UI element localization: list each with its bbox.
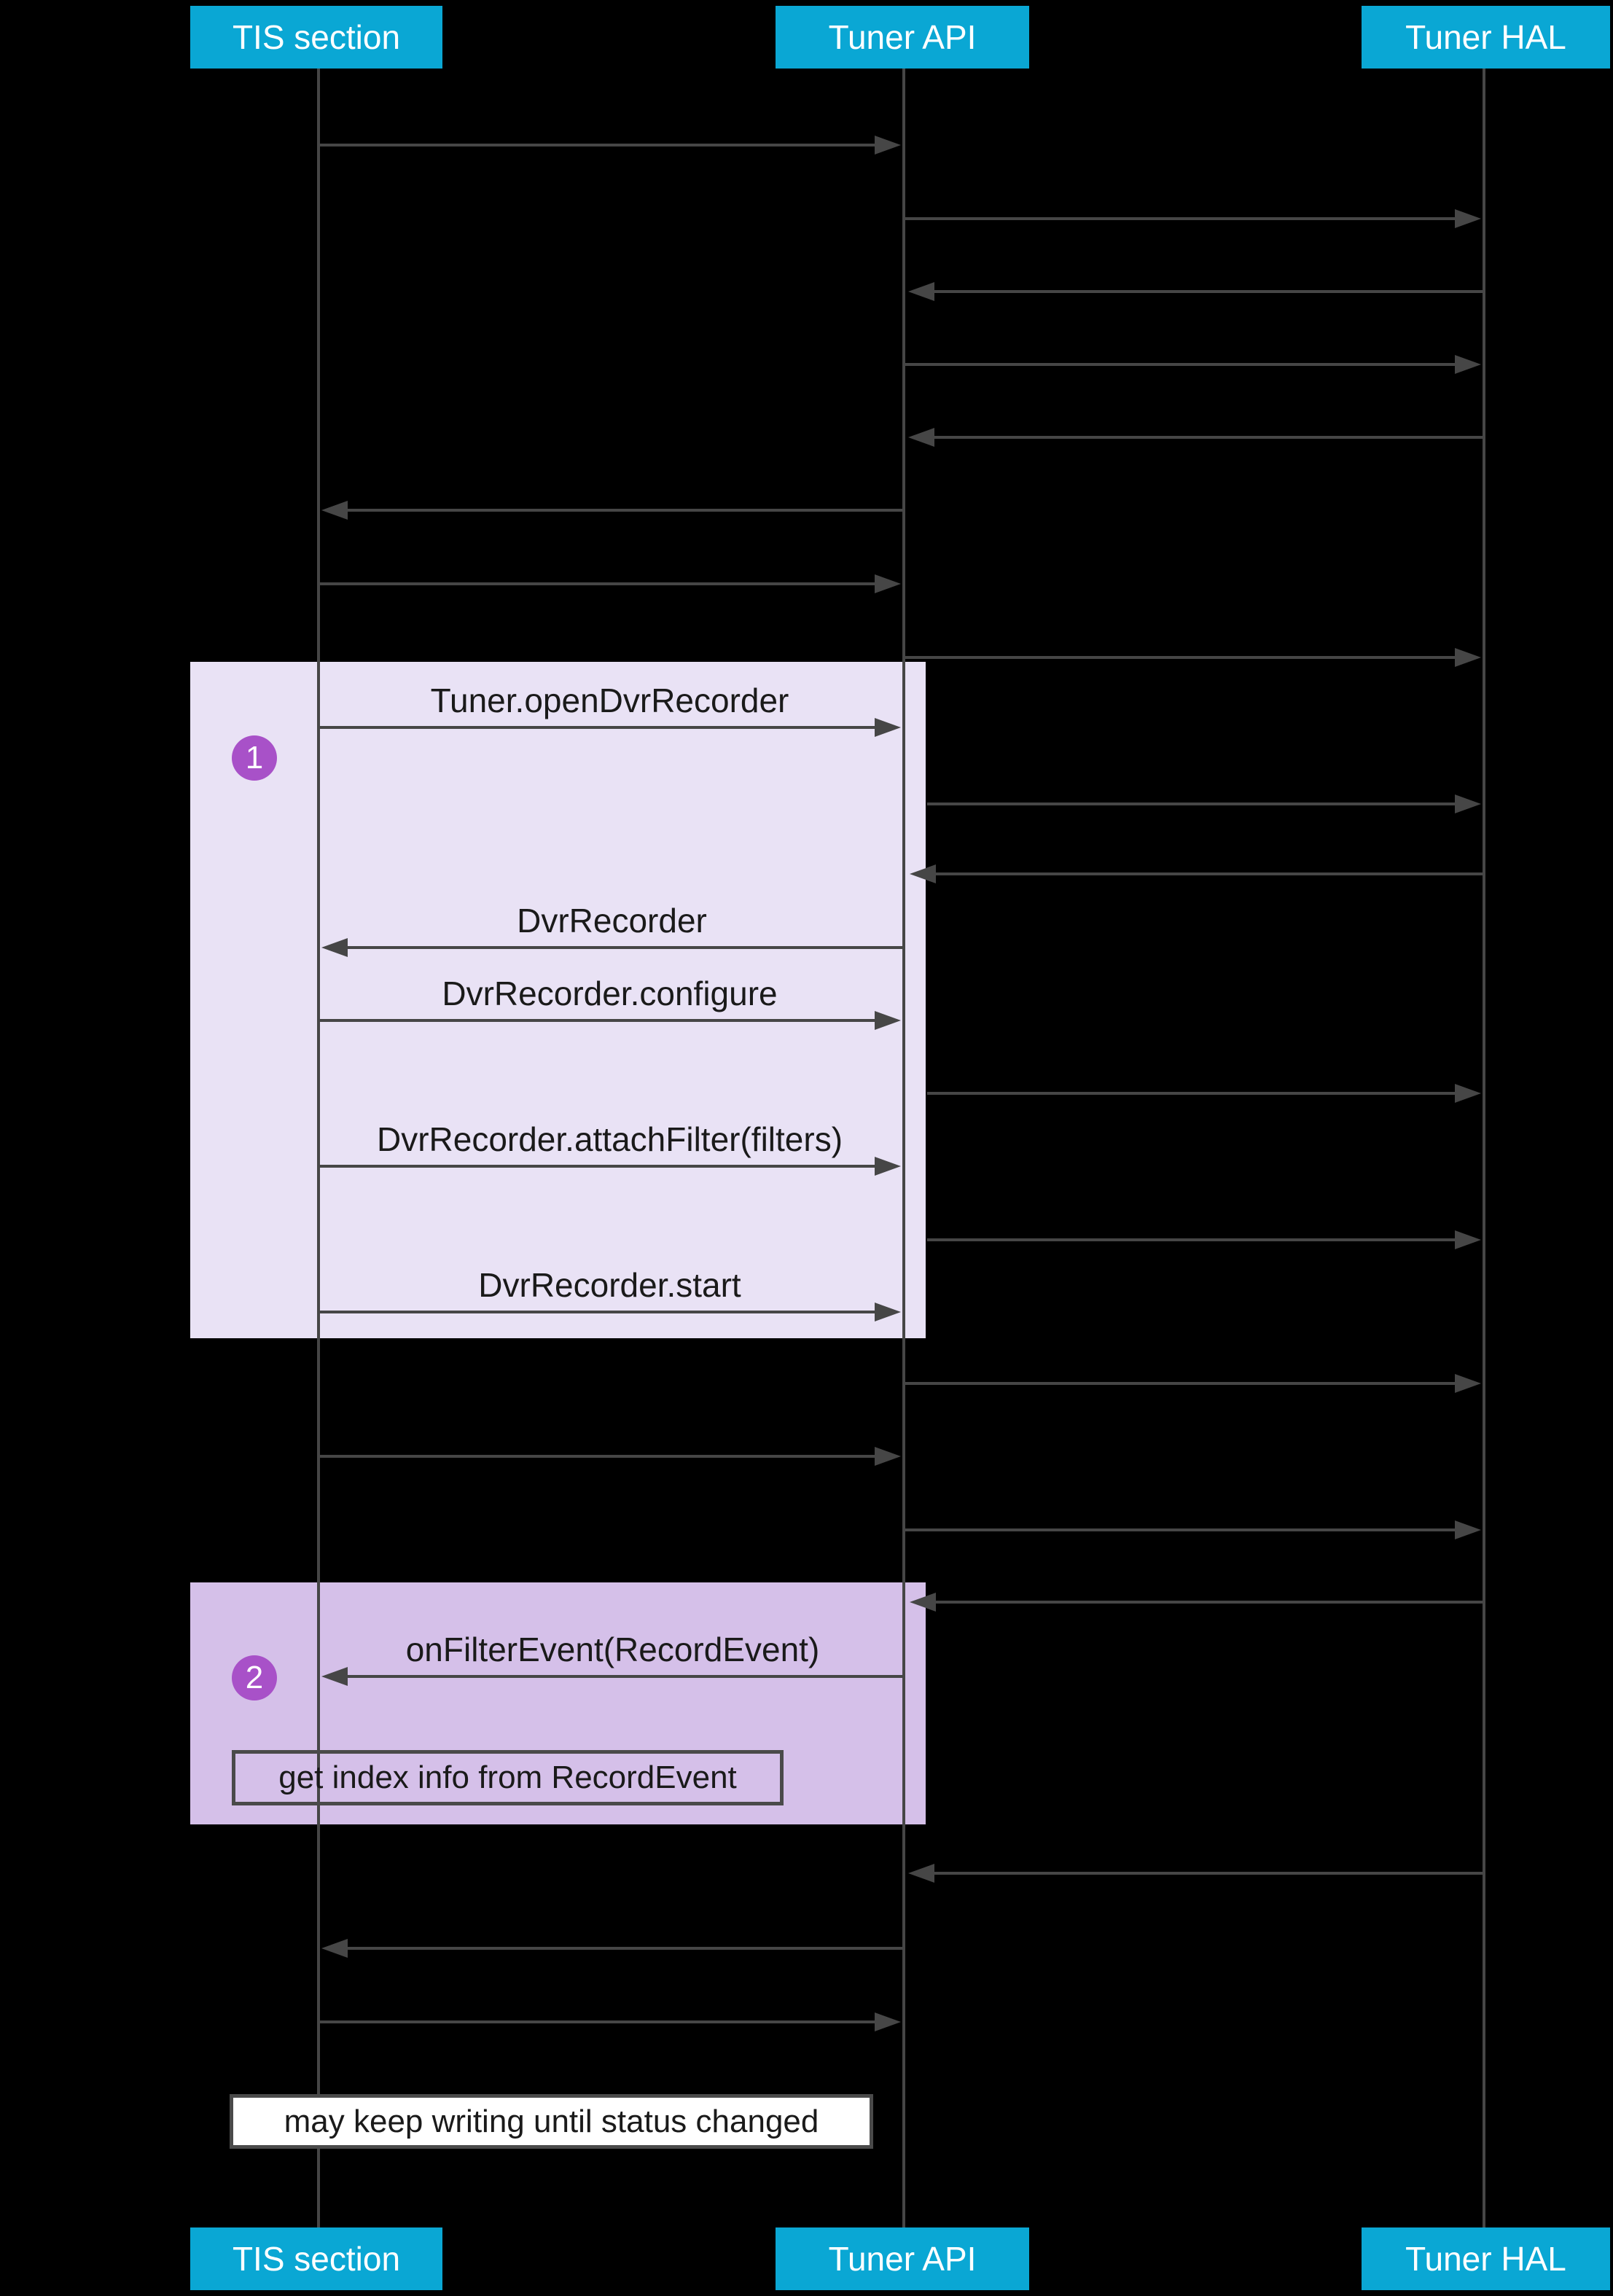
message-arrow-line [905,1528,1459,1531]
message-arrowhead [1455,209,1481,228]
message-arrow-line [343,1675,904,1678]
message-arrow-line [319,1165,879,1168]
message-arrowhead [321,501,348,520]
message-arrowhead [875,136,901,155]
message-arrow-line [930,436,1484,439]
message-arrowhead [1455,1374,1481,1393]
message-arrowhead [875,574,901,593]
message-label: DvrRecorder [517,902,707,940]
message-arrow-line [930,1872,1484,1875]
region-1 [190,662,926,1338]
message-label: onFilterEvent(RecordEvent) [405,1631,820,1668]
message-arrowhead [321,1939,348,1958]
keep-writing-note: may keep writing until status changed [230,2094,873,2149]
message-arrow-line [319,582,879,585]
message-arrowhead [1455,794,1481,813]
message-arrow-line [319,1455,879,1458]
message-arrow-line [927,1092,1459,1095]
message-arrow-line [932,1601,1484,1604]
region-badge-1: 1 [232,735,277,781]
actor-header-bottom-tis: TIS section [190,2227,442,2290]
region-2 [190,1582,926,1824]
message-arrow-line [932,872,1484,875]
lifeline-api-segment [902,1582,905,1824]
lifeline-tis-segment [317,1582,320,1824]
lifeline-hal [1483,69,1485,2227]
message-arrowhead [910,1593,936,1612]
actor-header-top-api: Tuner API [776,6,1029,69]
message-arrow-line [930,290,1484,293]
message-arrowhead [1455,1520,1481,1539]
lifeline-api-segment [902,662,905,1338]
message-arrow-line [927,1238,1459,1241]
message-arrow-line [343,509,902,512]
message-arrow-line [319,1311,879,1313]
actor-header-bottom-api: Tuner API [776,2227,1029,2290]
message-arrowhead [908,282,934,301]
message-arrowhead [875,718,901,737]
message-arrow-line [905,217,1459,220]
message-arrowhead [1455,648,1481,667]
message-arrowhead [1455,1230,1481,1249]
lifeline-tis-segment [317,662,320,1338]
message-arrow-line [905,1382,1459,1385]
message-arrow-line [319,1019,879,1022]
message-arrowhead [321,1667,348,1686]
message-arrow-line [343,946,902,949]
actor-header-top-hal: Tuner HAL [1362,6,1610,69]
message-arrowhead [1455,1084,1481,1103]
message-arrowhead [908,1864,934,1883]
message-arrow-line [927,803,1459,805]
region-badge-2: 2 [232,1655,277,1700]
message-label: DvrRecorder.start [478,1266,741,1304]
message-arrow-line [343,1947,902,1950]
message-label: DvrRecorder.configure [442,975,778,1012]
message-arrowhead [321,938,348,957]
message-arrow-line [905,363,1459,366]
message-arrowhead [875,2012,901,2031]
message-label: DvrRecorder.attachFilter(filters) [376,1120,843,1158]
message-arrow-line [319,144,879,147]
get-index-note: get index info from RecordEvent [232,1750,784,1805]
message-arrowhead [908,428,934,447]
actor-header-bottom-hal: Tuner HAL [1362,2227,1610,2290]
message-arrowhead [1455,355,1481,374]
message-arrow-line [319,726,879,729]
message-arrow-line [319,2020,879,2023]
message-label: Tuner.openDvrRecorder [430,682,789,719]
message-arrowhead [875,1447,901,1466]
message-arrow-line [905,656,1459,659]
message-arrowhead [910,864,936,883]
actor-header-top-tis: TIS section [190,6,442,69]
message-arrowhead [875,1011,901,1030]
message-arrowhead [875,1157,901,1176]
message-arrowhead [875,1303,901,1321]
